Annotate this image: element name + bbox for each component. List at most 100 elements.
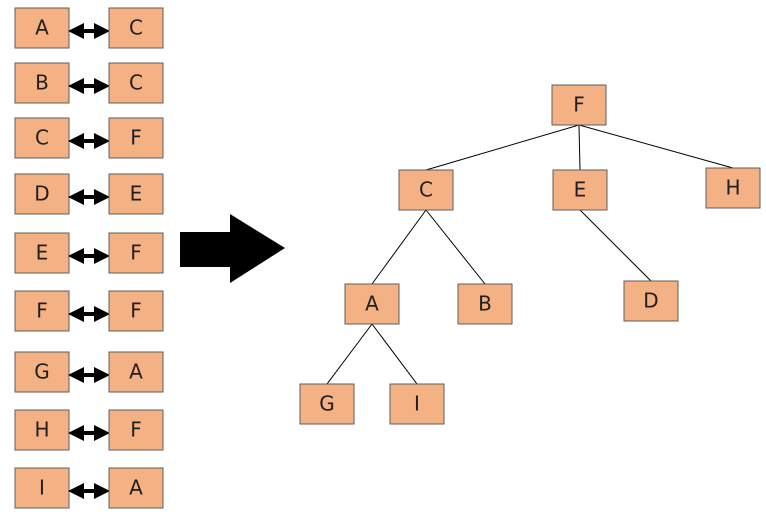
pair-left-node: H xyxy=(14,409,70,451)
node-box xyxy=(457,283,513,325)
node-label: E xyxy=(36,241,49,265)
node-label: A xyxy=(129,360,143,384)
node-label: F xyxy=(130,299,142,323)
node-label: F xyxy=(130,241,142,265)
node-box xyxy=(14,290,70,332)
pair-left-node: E xyxy=(14,232,70,274)
node-box xyxy=(108,117,164,159)
node-label: A xyxy=(35,16,49,40)
node-box xyxy=(108,232,164,274)
tree-edge-f-h xyxy=(578,124,734,169)
tree-node-d: D xyxy=(623,280,679,322)
pair-right-node: F xyxy=(108,290,164,332)
node-label: C xyxy=(419,178,433,202)
node-label: B xyxy=(35,71,49,95)
tree-edge-c-b xyxy=(425,209,486,285)
node-box xyxy=(14,351,70,393)
pair-left-node: G xyxy=(14,351,70,393)
node-box xyxy=(14,467,70,509)
node-label: G xyxy=(319,392,335,416)
node-label: A xyxy=(129,476,143,500)
tree-nodes: F C E H A B D G I xyxy=(299,84,761,425)
right-arrow-icon xyxy=(180,214,285,283)
node-box xyxy=(623,280,679,322)
node-label: E xyxy=(130,182,143,206)
tree-edge-c-a xyxy=(371,209,427,285)
pair-right-node: A xyxy=(108,351,164,393)
pair-right-node: C xyxy=(108,62,164,104)
tree-edge-e-d xyxy=(579,209,652,282)
node-box xyxy=(108,62,164,104)
node-box xyxy=(108,7,164,49)
node-box xyxy=(551,84,607,126)
pair-right-node: C xyxy=(108,7,164,49)
node-label: D xyxy=(643,289,658,313)
pair-right-node: A xyxy=(108,467,164,509)
node-box xyxy=(552,169,608,211)
pair-left-node: C xyxy=(14,117,70,159)
tree-node-c: C xyxy=(398,169,454,211)
tree-node-e: E xyxy=(552,169,608,211)
pair-right-node: F xyxy=(108,232,164,274)
node-label: I xyxy=(414,392,420,416)
node-box xyxy=(705,167,761,209)
tree-edge-f-e xyxy=(578,124,581,171)
tree-node-g: G xyxy=(299,383,355,425)
node-label: I xyxy=(39,476,45,500)
node-label: C xyxy=(129,71,143,95)
node-label: F xyxy=(130,418,142,442)
node-box xyxy=(108,351,164,393)
node-label: G xyxy=(34,360,50,384)
tree-node-f: F xyxy=(551,84,607,126)
node-box xyxy=(14,232,70,274)
node-label: C xyxy=(129,16,143,40)
tree-node-b: B xyxy=(457,283,513,325)
node-label: H xyxy=(34,418,49,442)
node-box xyxy=(108,173,164,215)
node-box xyxy=(108,467,164,509)
node-label: B xyxy=(478,292,492,316)
node-label: F xyxy=(130,126,142,150)
node-label: E xyxy=(574,178,587,202)
pair-left-node: F xyxy=(14,290,70,332)
node-label: F xyxy=(36,299,48,323)
pair-left-node: B xyxy=(14,62,70,104)
node-label: A xyxy=(365,292,379,316)
pair-right-node: E xyxy=(108,173,164,215)
tree-edge-a-i xyxy=(371,323,418,385)
node-label: H xyxy=(725,176,740,200)
tree-edge-f-c xyxy=(425,124,580,171)
tree-edges xyxy=(326,124,734,385)
tree-node-i: I xyxy=(389,383,445,425)
node-label: F xyxy=(573,93,585,117)
pair-left-node: I xyxy=(14,467,70,509)
node-box xyxy=(344,283,400,325)
tree-node-h: H xyxy=(705,167,761,209)
node-label: C xyxy=(35,126,49,150)
pair-right-node: F xyxy=(108,117,164,159)
node-box xyxy=(389,383,445,425)
node-label: D xyxy=(34,182,49,206)
tree-edge-a-g xyxy=(326,323,373,385)
pair-left-node: A xyxy=(14,7,70,49)
node-box xyxy=(108,290,164,332)
node-box xyxy=(299,383,355,425)
node-box xyxy=(14,7,70,49)
pair-left-node: D xyxy=(14,173,70,215)
node-box xyxy=(14,62,70,104)
node-box xyxy=(398,169,454,211)
node-box xyxy=(108,409,164,451)
pair-right-node: F xyxy=(108,409,164,451)
tree-node-a: A xyxy=(344,283,400,325)
